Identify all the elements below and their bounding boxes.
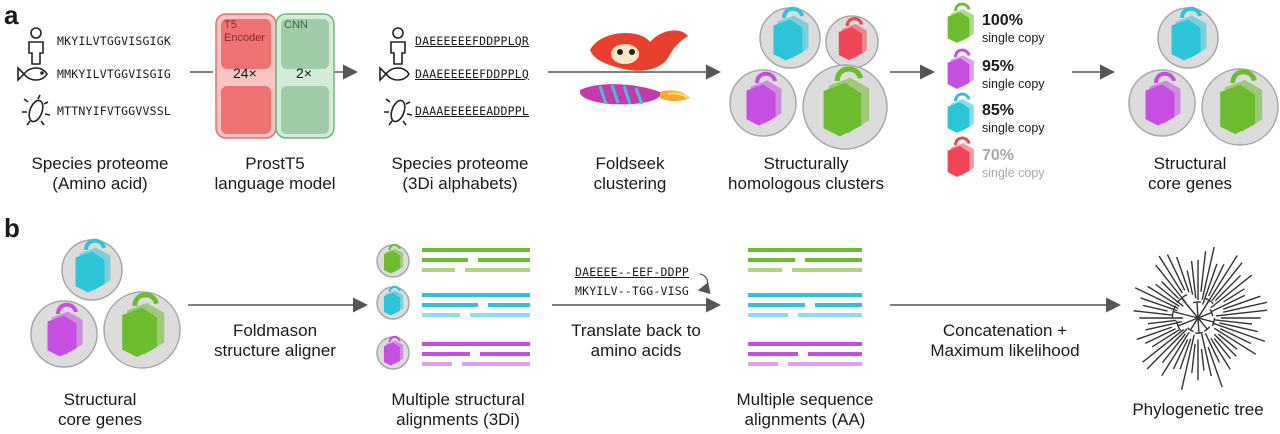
threshold-100-desc: single copy [982, 31, 1045, 45]
t5-multiplier: 24× [233, 65, 257, 81]
human-icon [28, 27, 44, 65]
bacterium-icon [22, 94, 51, 126]
threshold-85-desc: single copy [982, 121, 1045, 135]
3di-sequence-human: DAEEEEEEFDDPPLQR [415, 34, 529, 48]
panel-b-label: b [4, 213, 20, 243]
threshold-85-pct: 85% [982, 102, 1015, 119]
threshold-100-pct: 100% [982, 12, 1023, 29]
caption-concatenation: Concatenation +Maximum likelihood [930, 321, 1080, 360]
bacterium-icon-3di [384, 98, 413, 126]
fish-icon-3di [379, 66, 410, 82]
threshold-icons [946, 2, 975, 178]
fish-icon [17, 66, 48, 82]
sequence-alignment-bars [748, 248, 862, 366]
threshold-70-desc: single copy [982, 166, 1045, 180]
threshold-95-pct: 95% [982, 58, 1015, 75]
threshold-70-pct: 70% [982, 147, 1015, 164]
3di-sequence-bacterium: DAAAEEEEEEADDPPL [415, 104, 529, 118]
alignment-aa-example: MKYILV--TGG-VISG [575, 284, 689, 298]
structural-alignment-bars [422, 248, 530, 366]
caption-species-proteome-aa: Species proteome(Amino acid) [31, 154, 169, 193]
human-icon-3di [390, 27, 406, 65]
aa-sequence-human: MKYILVTGGVISGIGK [57, 34, 171, 48]
cnn-multiplier: 2× [296, 65, 312, 81]
panel-a-label: a [4, 0, 19, 30]
3di-sequence-fish: DAAEEEEEEFDDPPLQ [415, 67, 529, 81]
threshold-95-desc: single copy [982, 77, 1045, 91]
aa-sequence-fish: MMKYILVTGGVISGIG [57, 67, 171, 81]
cnn-label: CNN [284, 19, 308, 31]
caption-species-proteome-3di: Species proteome(3Di alphabets) [391, 154, 529, 193]
aa-sequence-bacterium: MTTNYIFVTGGVVSSL [57, 104, 171, 118]
alignment-3di-example: DAEEEE--EEF-DDPP [575, 265, 689, 279]
foldseek-mascot-icon [579, 30, 690, 105]
caption-phylogenetic-tree: Phylogenetic tree [1132, 400, 1264, 419]
phylogenetic-tree-icon [1133, 246, 1268, 390]
